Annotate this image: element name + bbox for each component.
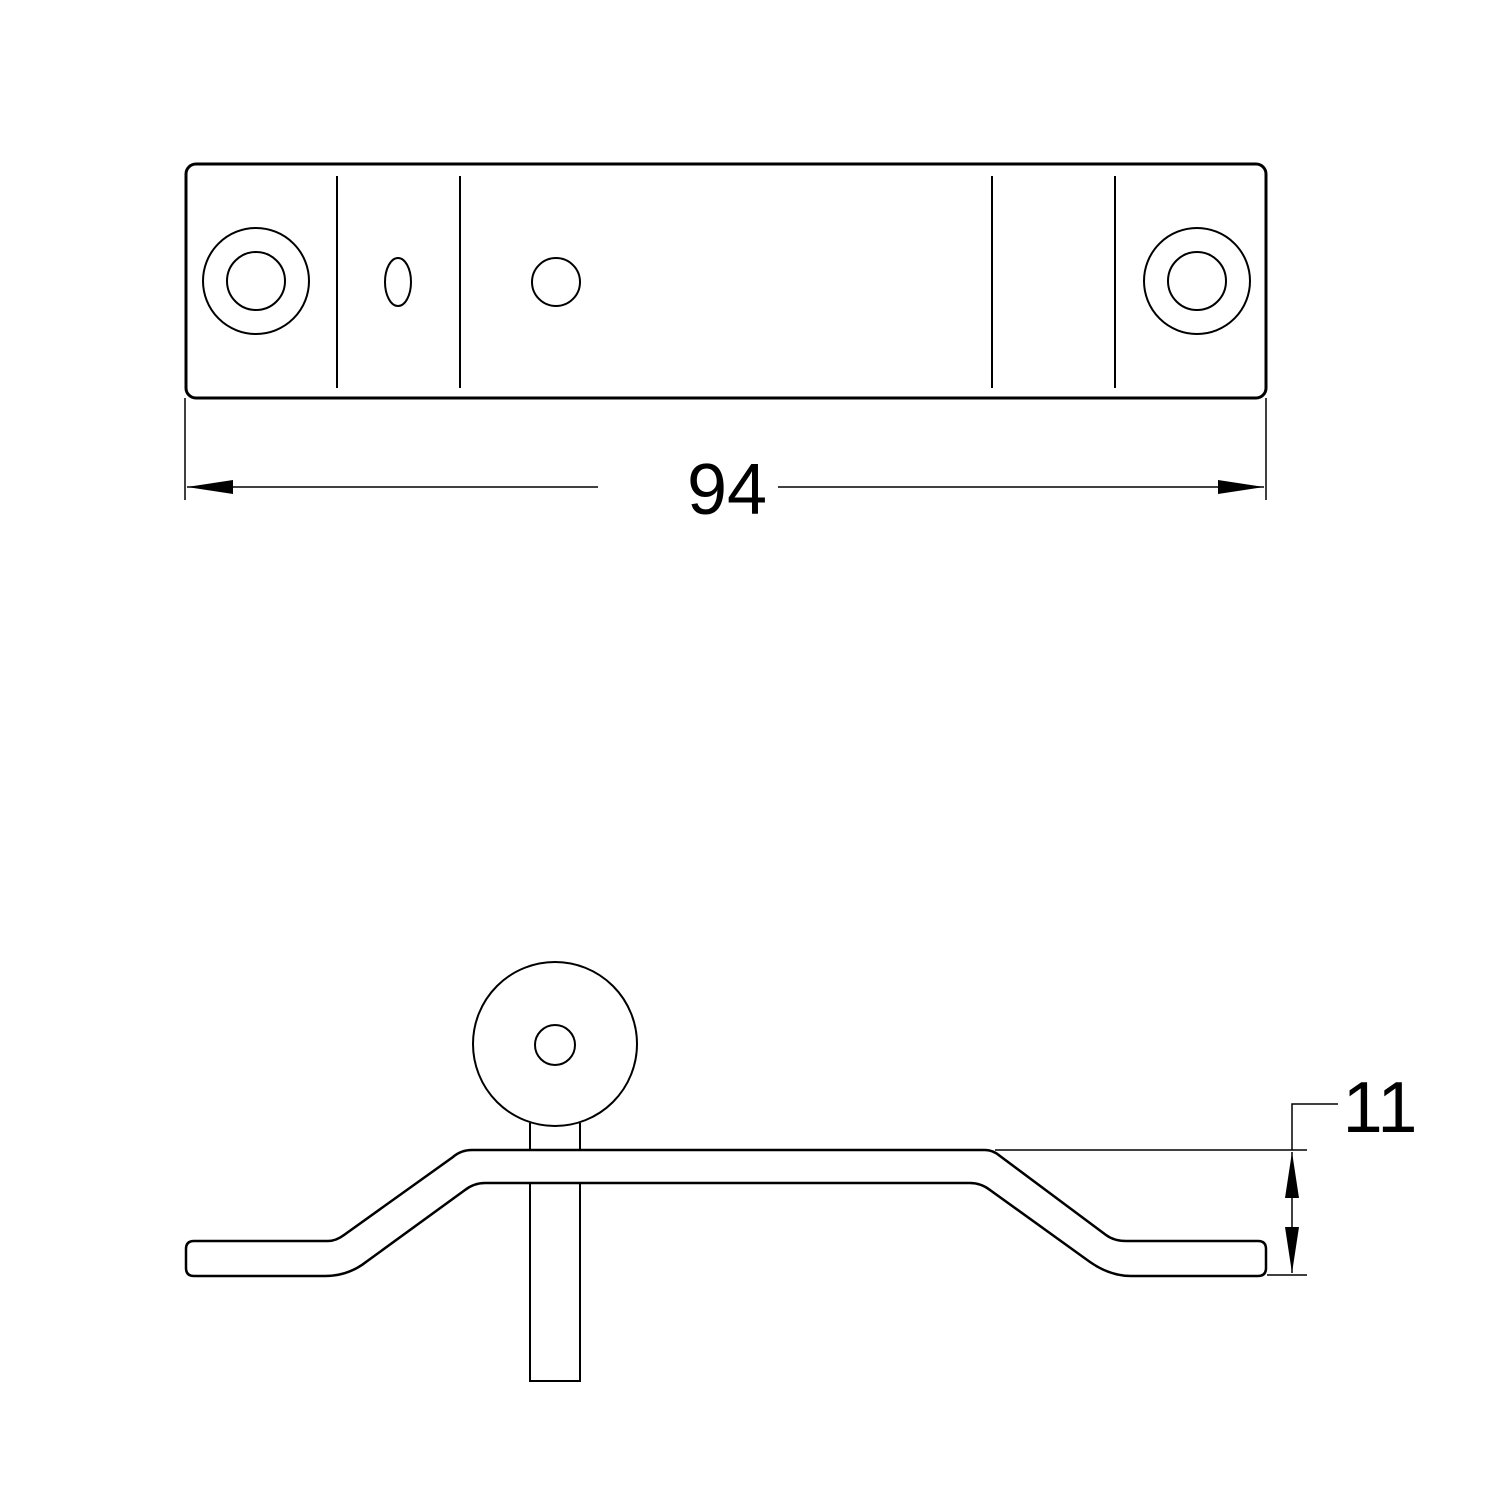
mounting-hole-outer xyxy=(1143,227,1251,335)
bent-plate-profile xyxy=(184,1148,1268,1278)
pin-shaft xyxy=(529,1184,581,1382)
mounting-hole-inner xyxy=(1167,251,1227,311)
mounting-hole-inner xyxy=(226,251,286,311)
plate-outline xyxy=(184,162,1268,400)
height-dimension-label: 11 xyxy=(1343,1068,1418,1148)
pin-hole xyxy=(531,257,581,307)
mounting-hole-outer xyxy=(202,227,310,335)
oval-slot xyxy=(384,257,412,307)
width-dimension xyxy=(184,398,1267,500)
pin-neck xyxy=(528,1122,581,1150)
pin-head xyxy=(472,961,638,1127)
side-view xyxy=(184,961,1268,1382)
height-dimension xyxy=(995,1103,1338,1276)
top-view xyxy=(184,162,1268,400)
width-dimension-label: 94 xyxy=(687,450,767,530)
leader-line xyxy=(1291,1103,1338,1150)
pin-head-hole xyxy=(534,1024,576,1066)
